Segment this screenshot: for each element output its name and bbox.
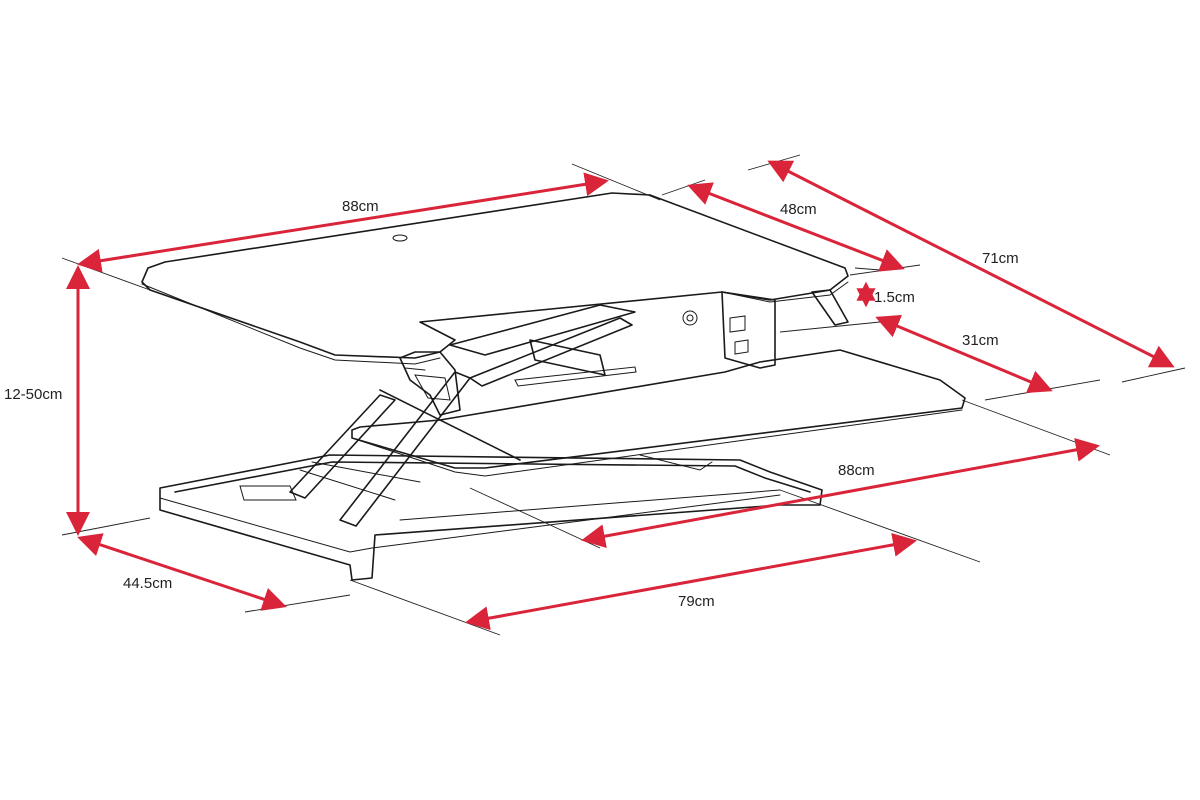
label-keyboard-width: 88cm: [838, 462, 875, 479]
dim-arrow-top-depth: [687, 182, 905, 272]
label-base-width: 79cm: [678, 593, 715, 610]
dim-arrow-top-width: [77, 172, 609, 273]
extension-lines: [61, 154, 1186, 636]
label-top-width: 88cm: [342, 198, 379, 215]
dim-arrow-keyboard-depth: [875, 315, 1053, 393]
dim-arrow-total-depth: [767, 160, 1175, 368]
dimension-labels: 88cm 48cm 71cm 1.5cm 31cm 12-50cm 88cm 4…: [4, 198, 1019, 610]
desk-outline: [141, 192, 966, 581]
dim-arrow-base-depth: [77, 533, 287, 611]
dimension-arrows: [66, 160, 1175, 631]
dim-arrow-base-width: [465, 532, 917, 631]
label-total-depth: 71cm: [982, 250, 1019, 267]
label-height-range: 12-50cm: [4, 386, 62, 403]
dim-arrow-keyboard-width: [581, 437, 1100, 549]
label-base-depth: 44.5cm: [123, 575, 172, 592]
label-top-thickness: 1.5cm: [874, 289, 915, 306]
label-top-depth: 48cm: [780, 201, 817, 218]
label-keyboard-depth: 31cm: [962, 332, 999, 349]
